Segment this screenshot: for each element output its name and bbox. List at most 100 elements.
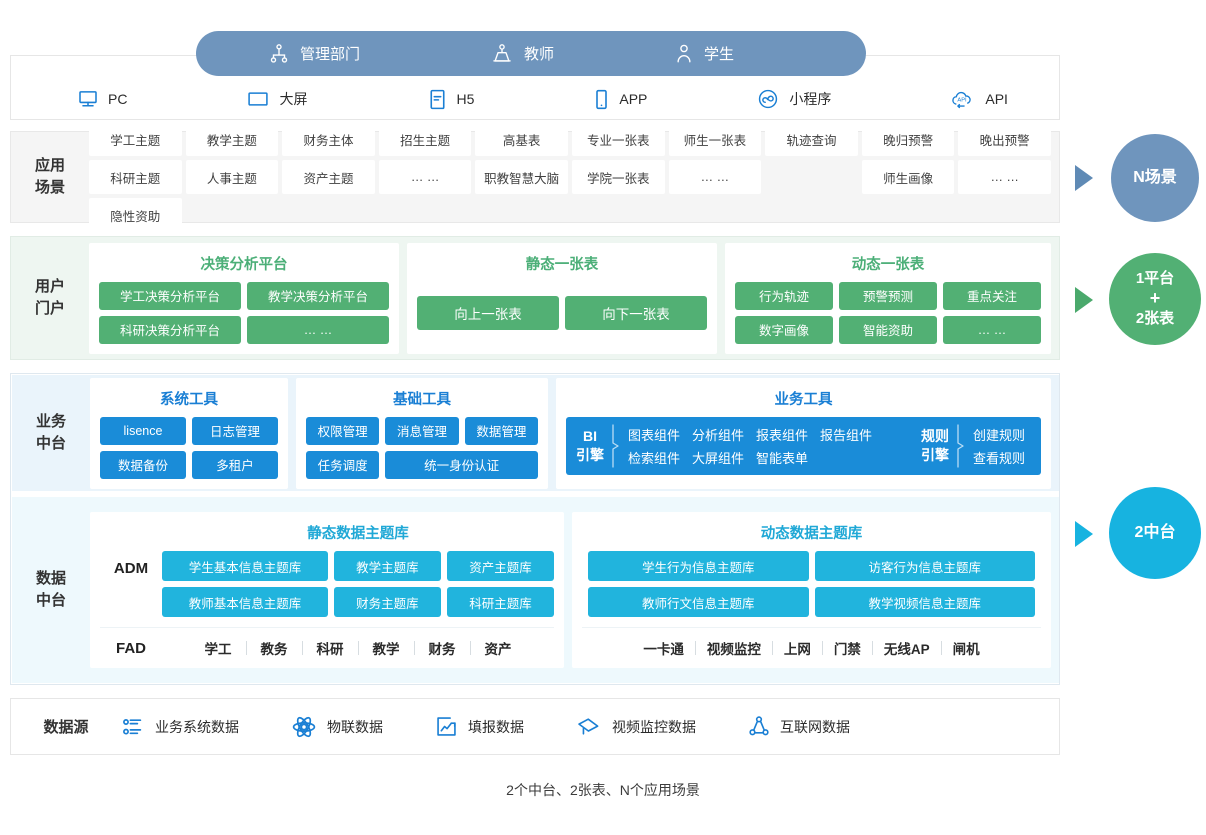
device-item-pc[interactable]: PC — [78, 89, 127, 109]
source-item-report[interactable]: 填报数据 — [435, 715, 524, 738]
device-item-api[interactable]: API API — [949, 88, 1008, 110]
scenario-cell[interactable]: 高基表 — [475, 122, 568, 156]
source-item-video[interactable]: 视频监控数据 — [576, 715, 696, 738]
data-button[interactable]: 教学视频信息主题库 — [814, 587, 1035, 617]
fad-item[interactable]: 资产 — [484, 642, 512, 657]
scenario-cell[interactable]: 学工主题 — [89, 122, 182, 156]
biz-button[interactable]: 权限管理 — [306, 416, 380, 445]
biz-button[interactable]: 数据备份 — [100, 450, 186, 479]
portal-button[interactable]: 智能资助 — [839, 315, 937, 344]
engine-item[interactable]: 检索组件 — [628, 450, 681, 466]
scenario-cell[interactable]: 学院一张表 — [571, 160, 665, 194]
scenario-cell[interactable]: … … — [378, 160, 472, 194]
network-share-icon — [748, 715, 770, 738]
fad-item[interactable]: 学工 — [204, 642, 232, 657]
biz-button[interactable]: 日志管理 — [192, 416, 278, 445]
data-button[interactable]: 学生基本信息主题库 — [162, 551, 328, 581]
dynamic-body: 动态数据主题库 学生行为信息主题库 访客行为信息主题库 教师行文信息主题库 教学… — [588, 520, 1035, 617]
biz-button[interactable]: lisence — [100, 416, 186, 445]
scenario-cell[interactable]: 人事主题 — [185, 160, 279, 194]
engine-item[interactable]: 报告组件 — [820, 427, 873, 443]
scenario-cell[interactable]: 晚归预警 — [861, 122, 955, 156]
device-item-miniprogram[interactable]: 小程序 — [757, 88, 831, 110]
engine-item[interactable]: 大屏组件 — [692, 450, 745, 466]
portal-button[interactable]: 行为轨迹 — [735, 281, 833, 310]
source-item-iot[interactable]: 物联数据 — [291, 715, 383, 739]
engine-item[interactable]: 智能表单 — [756, 450, 809, 466]
fad-item[interactable]: 上网 — [783, 642, 811, 657]
scenario-cell[interactable]: 财务主体 — [282, 122, 375, 156]
role-item-admin[interactable]: 管理部门 — [268, 43, 360, 65]
divider — [413, 641, 415, 655]
rule-engine-label: 规则 引擎 — [920, 427, 949, 463]
data-button[interactable]: 财务主题库 — [333, 587, 441, 617]
source-item-business-system[interactable]: 业务系统数据 — [121, 715, 239, 739]
scenario-cell[interactable]: … … — [668, 160, 762, 194]
portal-button[interactable]: … … — [247, 315, 389, 344]
scenario-cell[interactable]: 招生主题 — [378, 122, 472, 156]
fad-item[interactable]: 视频监控 — [706, 642, 761, 657]
portal-button[interactable]: 科研决策分析平台 — [99, 315, 241, 344]
fad-item[interactable]: 无线AP — [883, 642, 930, 657]
portal-button[interactable]: … … — [943, 315, 1041, 344]
fad-item[interactable]: 教务 — [260, 642, 288, 657]
data-button[interactable]: 教师基本信息主题库 — [162, 587, 328, 617]
device-item-bigscreen[interactable]: 大屏 — [247, 89, 307, 109]
portal-button[interactable]: 向下一张表 — [565, 295, 707, 330]
scenario-cell[interactable]: 职教智慧大脑 — [475, 160, 568, 194]
fad-item[interactable]: 财务 — [428, 642, 456, 657]
scenario-cell[interactable]: … … — [958, 160, 1051, 194]
fad-item[interactable]: 科研 — [316, 642, 344, 657]
scenario-cell[interactable]: 师生一张表 — [668, 122, 762, 156]
device-item-h5[interactable]: H5 — [429, 89, 474, 110]
data-button[interactable]: 教师行文信息主题库 — [588, 587, 809, 617]
fad-item[interactable]: 闸机 — [952, 642, 980, 657]
business-mid-platform: 业务 中台 系统工具 lisence 日志管理 数据备份 多租户 基础工具 — [12, 375, 1059, 491]
arrow-icon-portal — [1075, 287, 1093, 313]
scenario-cell[interactable]: 专业一张表 — [571, 122, 665, 156]
biz-button[interactable]: 多租户 — [192, 450, 278, 479]
card-title: 静态数据主题库 — [307, 526, 409, 542]
data-button[interactable]: 资产主题库 — [446, 551, 554, 581]
portal-button[interactable]: 重点关注 — [943, 281, 1041, 310]
scenario-cell[interactable]: 轨迹查询 — [765, 122, 858, 156]
data-button[interactable]: 科研主题库 — [446, 587, 554, 617]
data-button[interactable]: 访客行为信息主题库 — [814, 551, 1035, 581]
source-item-internet[interactable]: 互联网数据 — [748, 715, 850, 738]
role-item-student[interactable]: 学生 — [674, 43, 734, 65]
portal-button[interactable]: 教学决策分析平台 — [247, 281, 389, 310]
source-label: 视频监控数据 — [612, 718, 696, 735]
role-label: 管理部门 — [300, 46, 361, 63]
biz-button[interactable]: 任务调度 — [306, 450, 380, 479]
device-item-app[interactable]: APP — [594, 89, 647, 110]
bracket-icon — [955, 423, 967, 469]
portal-button[interactable]: 学工决策分析平台 — [99, 281, 241, 310]
engine-item[interactable]: 查看规则 — [972, 450, 1025, 466]
divider — [871, 641, 873, 655]
scenario-cell[interactable]: 资产主题 — [282, 160, 375, 194]
card-title: 动态一张表 — [851, 256, 925, 273]
role-item-teacher[interactable]: 教师 — [490, 43, 554, 65]
scenario-cell[interactable]: 教学主题 — [185, 122, 279, 156]
engine-item[interactable]: 创建规则 — [972, 427, 1025, 443]
biz-button[interactable]: 数据管理 — [464, 416, 538, 445]
data-button[interactable]: 教学主题库 — [333, 551, 441, 581]
fad-item[interactable]: 一卡通 — [643, 642, 684, 657]
engine-item[interactable]: 图表组件 — [628, 427, 681, 443]
scenario-cell[interactable]: 隐性资助 — [89, 198, 182, 232]
card-title: 业务工具 — [774, 391, 833, 408]
portal-button[interactable]: 预警预测 — [839, 281, 937, 310]
scenario-cell[interactable]: 师生画像 — [861, 160, 955, 194]
fad-item[interactable]: 教学 — [372, 642, 400, 657]
engine-item[interactable]: 报表组件 — [756, 427, 809, 443]
portal-button[interactable]: 数字画像 — [735, 315, 833, 344]
data-button[interactable]: 学生行为信息主题库 — [588, 551, 809, 581]
portal-button[interactable]: 向上一张表 — [417, 295, 559, 330]
scenario-cell[interactable]: 晚出预警 — [958, 122, 1051, 156]
engine-item[interactable]: 分析组件 — [692, 427, 745, 443]
biz-button[interactable]: 消息管理 — [385, 416, 459, 445]
fad-item[interactable]: 门禁 — [833, 642, 861, 657]
biz-button[interactable]: 统一身份认证 — [385, 450, 538, 479]
scenario-cell[interactable]: 科研主题 — [89, 160, 182, 194]
badge-one-platform-two-tables: 1平台 + 2张表 — [1109, 253, 1201, 345]
